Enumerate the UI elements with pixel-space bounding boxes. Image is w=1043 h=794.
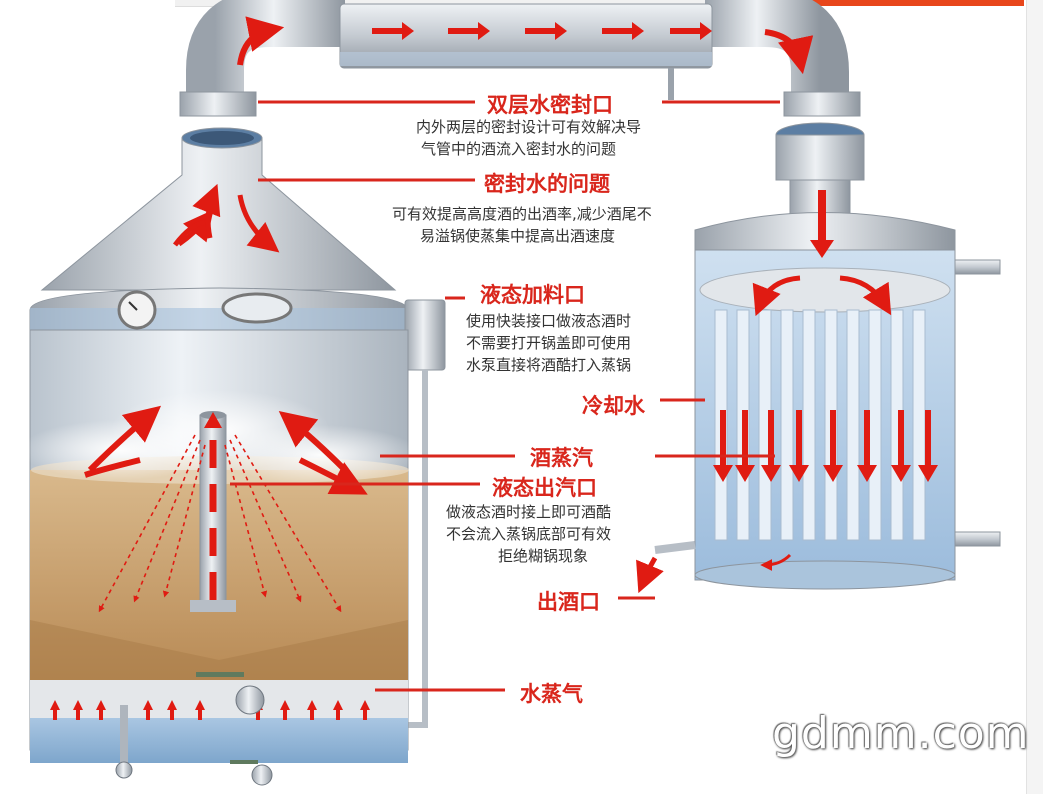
double-seal-label: 双层水密封口 xyxy=(487,93,613,117)
liquid-steam-outlet-desc-line: 做液态酒时接上即可酒酷 xyxy=(446,503,612,521)
condenser-arrows xyxy=(636,190,938,594)
liquid-inlet-label: 液态加料口 xyxy=(480,283,585,307)
liquid-steam-outlet-desc-line: 不会流入蒸锅底部可有效 xyxy=(446,525,612,543)
wine-steam-label: 酒蒸汽 xyxy=(530,446,593,470)
seal-water-label: 密封水的问题 xyxy=(484,172,610,196)
cooling-water-label: 冷却水 xyxy=(582,394,645,418)
double-seal-desc-line: 气管中的酒流入密封水的问题 xyxy=(421,140,617,158)
liquid-steam-outlet-desc-line: 拒绝糊锅现象 xyxy=(498,547,589,565)
liquid-inlet-desc: 使用快装接口做液态酒时 不需要打开锅盖即可使用 水泵直接将酒酷打入蒸锅 xyxy=(466,310,631,376)
pipe-flow-arrows xyxy=(237,16,814,75)
right-scroll-strip xyxy=(1026,0,1043,794)
liquid-steam-outlet-label: 液态出汽口 xyxy=(492,476,597,500)
leader-lines xyxy=(230,100,780,692)
pot-lid xyxy=(29,287,446,728)
liquid-inlet-port xyxy=(221,292,293,324)
liquid-inlet-desc-line: 水泵直接将酒酷打入蒸锅 xyxy=(466,356,632,374)
liquid-steam-outlet-desc: 做液态酒时接上即可酒酷 不会流入蒸锅底部可有效 拒绝糊锅现象 xyxy=(446,501,611,567)
drain-valves xyxy=(115,672,273,786)
water-steam-label: 水蒸气 xyxy=(520,682,583,706)
condenser xyxy=(654,122,1001,590)
seal-water-desc-line: 易溢锅使蒸集中提高出酒速度 xyxy=(420,227,616,245)
pot-body xyxy=(20,329,420,763)
double-seal-desc: 内外两层的密封设计可有效解决导 气管中的酒流入密封水的问题 xyxy=(416,116,641,160)
watermark: gdmm.com xyxy=(772,708,1030,759)
wine-outlet-label: 出酒口 xyxy=(537,590,600,614)
seal-water-desc: 可有效提高高度酒的出酒率,减少酒尾不 易溢锅使蒸集中提高出酒速度 xyxy=(392,203,652,247)
double-seal-desc-line: 内外两层的密封设计可有效解决导 xyxy=(416,118,642,136)
transfer-pipe xyxy=(179,0,861,117)
liquid-inlet-desc-line: 使用快装接口做液态酒时 xyxy=(466,312,632,330)
pot-cone xyxy=(40,127,397,291)
top-bar-accent xyxy=(808,0,1024,6)
inlet-cylinder xyxy=(404,299,446,371)
seal-water-desc-line: 可有效提高高度酒的出酒率,减少酒尾不 xyxy=(392,205,652,223)
liquid-inlet-desc-line: 不需要打开锅盖即可使用 xyxy=(466,334,632,352)
